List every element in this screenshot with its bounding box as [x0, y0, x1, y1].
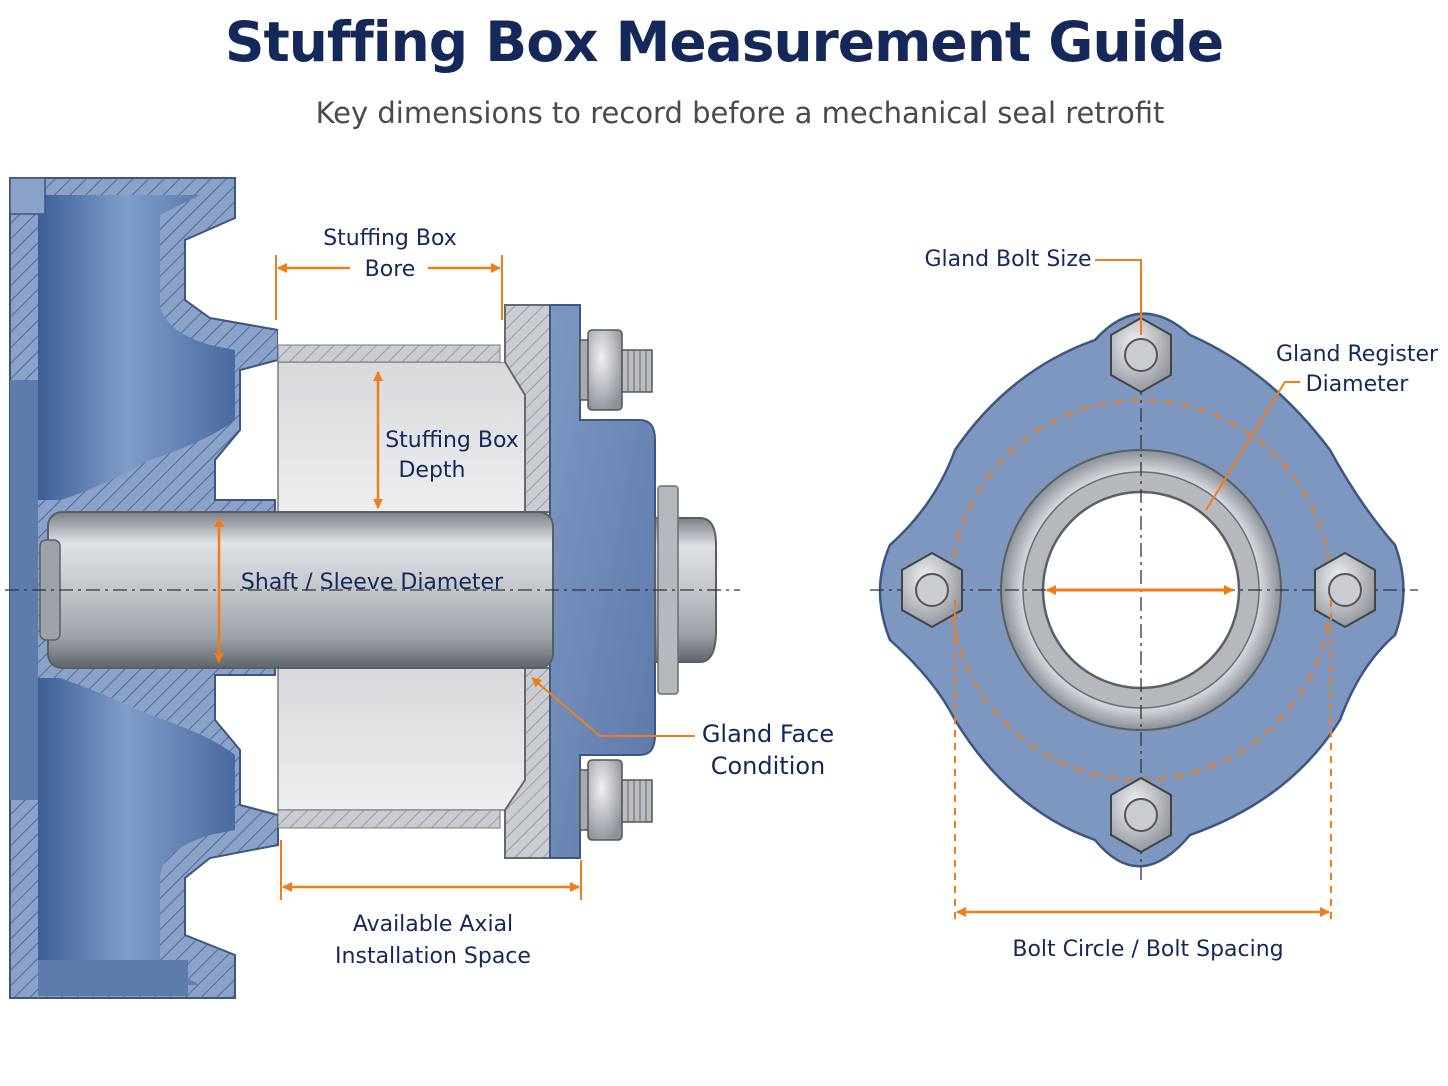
- label-shaft: Shaft / Sleeve Diameter: [241, 570, 504, 595]
- pump-passage: [38, 195, 235, 500]
- gland-nut-top: [1110, 316, 1172, 394]
- gland-bolt-top: [579, 329, 653, 411]
- leader-gland-register: Gland Register Diameter: [1205, 342, 1439, 511]
- pump-cross-section: [5, 177, 740, 999]
- label-register-line2: Diameter: [1306, 372, 1410, 397]
- gland-bolt-bottom: [579, 759, 653, 841]
- gland-nut-bottom: [1110, 776, 1172, 854]
- dim-bolt-circle: Bolt Circle / Bolt Spacing: [954, 600, 1332, 962]
- page-title: Stuffing Box Measurement Guide: [224, 10, 1224, 74]
- label-bolt-circle: Bolt Circle / Bolt Spacing: [1012, 937, 1283, 962]
- leader-gland-face: Gland Face Condition: [531, 677, 834, 780]
- label-bore-line1: Stuffing Box: [323, 226, 457, 251]
- dim-stuffing-box-depth: Stuffing Box Depth: [373, 371, 519, 509]
- label-depth-line2: Depth: [398, 458, 465, 483]
- gland-front-view: [870, 300, 1418, 880]
- leader-gland-bolt-size: Gland Bolt Size: [925, 247, 1142, 335]
- label-gland-face-line2: Condition: [711, 752, 826, 780]
- dim-axial-space: Available Axial Installation Space: [280, 840, 582, 969]
- label-bore-line2: Bore: [365, 257, 416, 282]
- dim-shaft-diameter: Shaft / Sleeve Diameter: [214, 517, 504, 663]
- dim-stuffing-box-bore: Stuffing Box Bore: [275, 226, 503, 320]
- page-subtitle: Key dimensions to record before a mechan…: [315, 96, 1165, 130]
- label-bolt-size: Gland Bolt Size: [925, 247, 1092, 272]
- label-register-line1: Gland Register: [1276, 342, 1439, 367]
- label-axial-line1: Available Axial: [353, 912, 513, 937]
- gland-nut-right: [1314, 551, 1376, 629]
- label-depth-line1: Stuffing Box: [385, 428, 519, 453]
- label-gland-face-line1: Gland Face: [702, 720, 834, 748]
- label-axial-line2: Installation Space: [335, 944, 531, 969]
- gland-nut-left: [901, 551, 963, 629]
